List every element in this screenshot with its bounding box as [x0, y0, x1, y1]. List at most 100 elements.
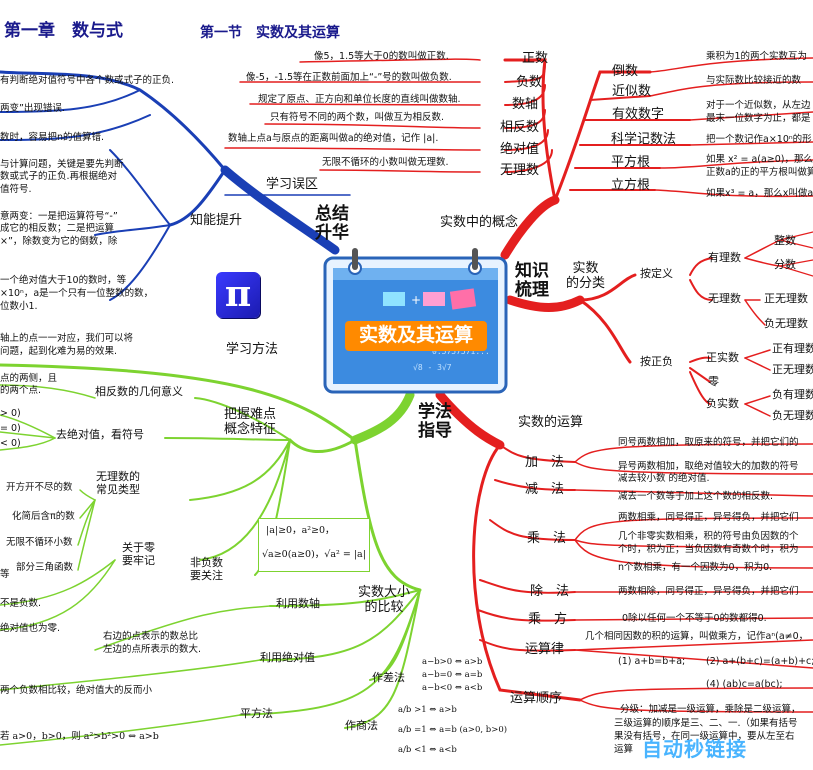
negative-rational: 负有理数	[772, 388, 813, 401]
op-add: 加 法	[525, 455, 565, 470]
op-note: 两数相乘，同号得正，异号得负，并把它们	[618, 512, 799, 523]
concept-branch-lines	[224, 57, 813, 260]
op-order: 运算顺序	[510, 691, 563, 706]
negative-irrational-2: 负无理数	[772, 409, 813, 422]
classification-branch-lines	[505, 231, 813, 417]
summary-note: 有判断绝对值符号中各个数或式子的正负.	[0, 75, 175, 86]
svg-text:0.5757571...: 0.5757571...	[432, 347, 490, 356]
nonneg-attention: 非负数 要关注	[190, 556, 223, 583]
concept-item: 立方根	[611, 178, 651, 193]
methods-note: 开方开不尽的数	[6, 482, 73, 493]
rational-number: 有理数	[708, 251, 741, 264]
axis-note: 右边的点表示的数总比	[103, 631, 199, 642]
axis-note: 左边的点所表示的数大.	[103, 644, 202, 655]
methods-branch-lines	[0, 363, 422, 746]
nonneg-formula-2: √a≥0(a≥0)，√a² = |a|	[262, 549, 366, 560]
diff-note: a−b>0 ⇔ a>b	[422, 657, 483, 667]
branch-knowledge: 知识 梳理	[515, 261, 549, 300]
summary-note: 意两变：一是把运算符号“-”	[0, 211, 118, 222]
negative-irrational: 负无理数	[764, 317, 808, 330]
op-laws: 运算律	[525, 642, 565, 657]
op-note: 三级运算的顺序是三、二、一.（如果有括号	[614, 718, 798, 729]
concept-note: 像-5，-1.5等在正数前面加上“-”号的数叫做负数.	[246, 72, 452, 83]
concept-note: 只有符号不同的两个数，叫做互为相反数.	[270, 112, 445, 123]
summary-note: 两变”出现错误.	[0, 103, 65, 114]
methods-note: > 0)	[0, 408, 21, 419]
irrational-number: 无理数	[708, 292, 741, 305]
fraction: 分数	[774, 258, 796, 271]
summary-note: ×10ⁿ，a是一个只有一位整数的数，	[0, 288, 154, 299]
concept-note: 无限不循环的小数叫做无理数.	[322, 157, 449, 168]
op-note: 两数相除，同号得正，异号得负，并把它们	[618, 586, 799, 597]
op-note: 减去较小数 的绝对值.	[618, 473, 710, 484]
concept-note: 乘积为1的两个实数互为	[706, 51, 808, 62]
svg-text:+: +	[411, 293, 421, 307]
concept-note: 规定了原点、正方向和单位长度的直线叫做数轴.	[258, 94, 461, 105]
concept-note: 与实际数比较接近的数	[706, 75, 802, 86]
concept-note: 如果 x² = a(a≥0)，那么x叫	[706, 154, 813, 165]
concept-item: 科学记数法	[611, 132, 677, 147]
difference-method: 作差法	[372, 671, 405, 684]
branch-methods: 学法 指导	[418, 402, 452, 441]
op-note: (2) a+(b+c)=(a+b)+c;	[706, 656, 813, 667]
summary-note: 数时，容易把n的值算错.	[0, 132, 105, 143]
by-sign: 按正负	[640, 355, 673, 368]
diff-note: a−b=0 ⇔ a=b	[422, 670, 483, 680]
positive-irrational: 正无理数	[764, 292, 808, 305]
concept-note: 把一个数记作a×10ⁿ的形	[706, 134, 812, 145]
diff-note: a−b<0 ⇔ a<b	[422, 683, 483, 693]
concept-note: 如果x³ = a，那么x叫做a	[706, 188, 813, 199]
nonneg-formula-1: |a|≥0，a²≥0，	[266, 525, 335, 536]
methods-note: 问题，起到化难为易的效果.	[0, 346, 118, 357]
chapter-title: 第一章 数与式	[4, 21, 123, 41]
methods-note: 化简后含π的数	[12, 511, 75, 522]
op-note: 减去一个数等于加上这个数的相反数.	[618, 491, 774, 502]
op-div: 除 法	[530, 584, 570, 599]
compare-method: 实数大小 的比较	[358, 585, 411, 615]
svg-text:√8 - 3√7: √8 - 3√7	[413, 363, 452, 372]
summary-note: ×”，除数变为它的倒数，除	[0, 236, 118, 247]
integer: 整数	[774, 234, 796, 247]
use-number-axis: 利用数轴	[276, 597, 320, 610]
op-note: 同号两数相加，取原来的符号，并把它们的	[618, 437, 799, 448]
positive-real: 正实数	[706, 351, 739, 364]
methods-note: 绝对值也为零.	[0, 623, 61, 634]
concept-note: 像5，1.5等大于0的数叫做正数.	[314, 51, 449, 62]
op-note: (4) (ab)c=a(bc);	[706, 679, 783, 690]
op-note: (1) a+b=b+a;	[618, 656, 686, 667]
op-note: n个数相乘，有一个因数为0，积为0.	[618, 562, 773, 573]
knowledge-improve: 知能提升	[190, 213, 243, 228]
op-note: 个时，积为正；当负因数有奇数个时，积为	[618, 544, 799, 555]
irrational-types: 无理数的 常见类型	[96, 470, 140, 497]
concept-item: 负数	[516, 75, 543, 90]
by-definition: 按定义	[640, 267, 673, 280]
learning-errors: 学习误区	[266, 177, 319, 192]
concept-item: 相反数	[500, 120, 540, 135]
study-method: 学习方法	[226, 342, 279, 357]
methods-note: = 0)	[0, 423, 21, 434]
concept-item: 倒数	[612, 64, 639, 79]
op-note: 几个相同因数的积的运算，叫做乘方，记作aⁿ(a≠0，	[585, 631, 809, 642]
branch-concepts: 实数中的概念	[440, 215, 519, 230]
quotient-method: 作商法	[345, 719, 378, 732]
concept-item: 绝对值	[500, 142, 540, 157]
summary-note: 与计算问题，关键是要先判断	[0, 159, 124, 170]
op-pow: 乘 方	[528, 612, 568, 627]
summary-note: 位数小1.	[0, 301, 38, 312]
methods-note: 无限不循环小数	[6, 537, 73, 548]
methods-note: 等	[0, 569, 10, 580]
concept-item: 数轴	[512, 97, 539, 112]
summary-note: 值符号.	[0, 184, 32, 195]
methods-note: 的两个点.	[0, 385, 42, 396]
op-note: 0除以任何一个不等于0的数都得0.	[622, 613, 767, 624]
concept-item: 无理数	[500, 163, 540, 178]
quot-note: a/b <1 ⇔ a<b	[398, 745, 457, 755]
branch-summary: 总结 升华	[315, 204, 349, 243]
concept-item: 正数	[522, 51, 549, 66]
methods-note: 不是负数.	[0, 598, 42, 609]
methods-note: 部分三角函数	[16, 562, 74, 573]
op-mul: 乘 法	[527, 531, 567, 546]
opposite-geometry: 相反数的几何意义	[95, 385, 183, 398]
square-method: 平方法	[240, 707, 273, 720]
